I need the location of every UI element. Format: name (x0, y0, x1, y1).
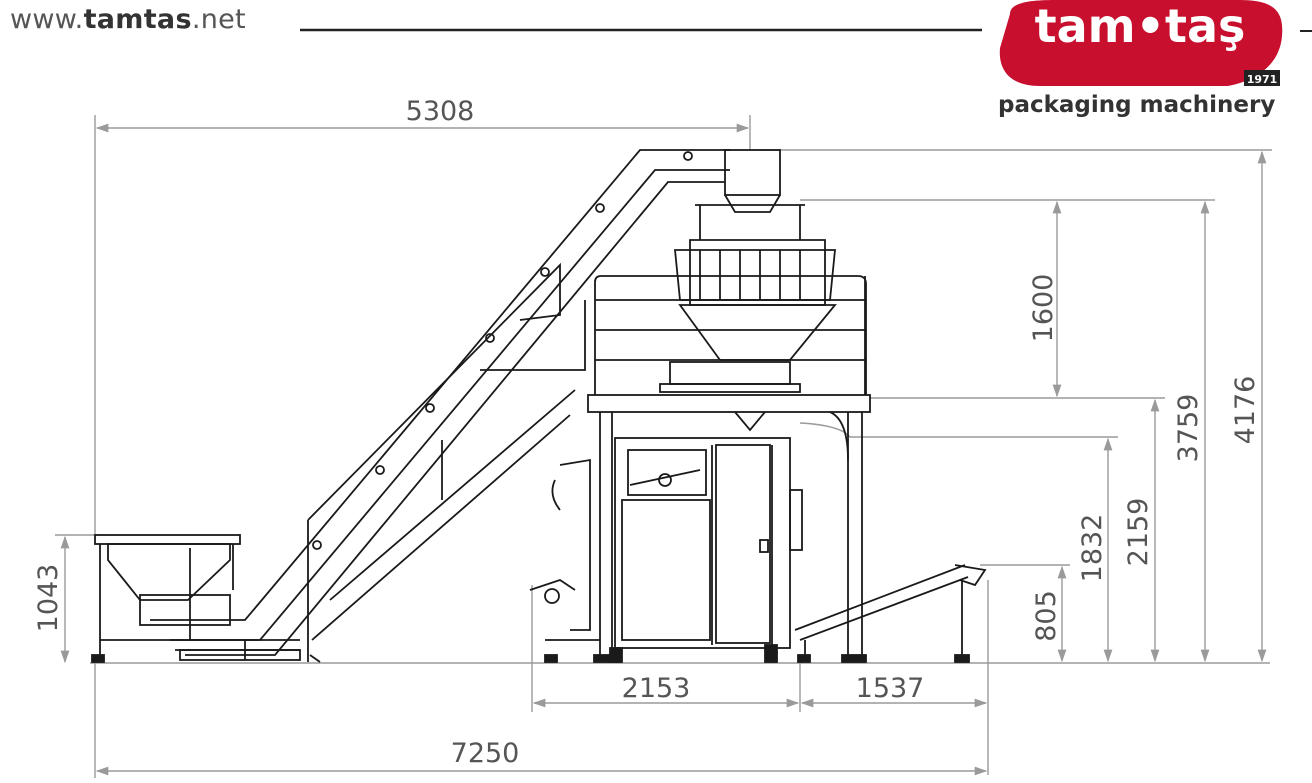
dimension-lines (55, 115, 1272, 778)
logo-brand-text: tam•taş (1035, 0, 1246, 53)
logo-year: 1971 (1247, 73, 1278, 86)
logo-year-box (1244, 70, 1280, 86)
dim-ext-1832-top (799, 422, 1118, 438)
dim-1832-label: 1832 (1077, 514, 1108, 583)
website-brand: tamtas (83, 4, 192, 35)
bucket-elevator (150, 149, 730, 663)
machine-drawing (91, 149, 987, 663)
dim-1600-label: 1600 (1028, 274, 1059, 343)
website-suffix: .net (191, 4, 246, 35)
dim-1043-label: 1043 (33, 564, 64, 633)
website-prefix: www. (10, 4, 84, 35)
dim-805-label: 805 (1031, 590, 1062, 642)
dim-1537-label: 1537 (856, 673, 925, 704)
dimension-labels: 5308 1043 1600 4176 3759 2159 1832 805 2… (33, 96, 1261, 769)
dim-4176-label: 4176 (1230, 376, 1261, 445)
dim-7250-label: 7250 (451, 738, 520, 769)
multihead-weigher (659, 149, 837, 393)
brand-logo[interactable]: tam•taş 1971 (999, 0, 1283, 86)
dim-2153-label: 2153 (622, 673, 691, 704)
dim-5308-label: 5308 (406, 96, 475, 127)
website-url[interactable]: www.tamtas.net (10, 4, 246, 35)
logo-badge-shape (999, 0, 1283, 86)
vffs-machine (529, 411, 803, 663)
service-platform (587, 275, 871, 663)
logo-tagline: packaging machinery (998, 92, 1276, 118)
output-conveyor (794, 564, 987, 663)
dim-2159-label: 2159 (1123, 498, 1154, 567)
feed-hopper (91, 534, 300, 663)
dim-3759-label: 3759 (1173, 394, 1204, 463)
